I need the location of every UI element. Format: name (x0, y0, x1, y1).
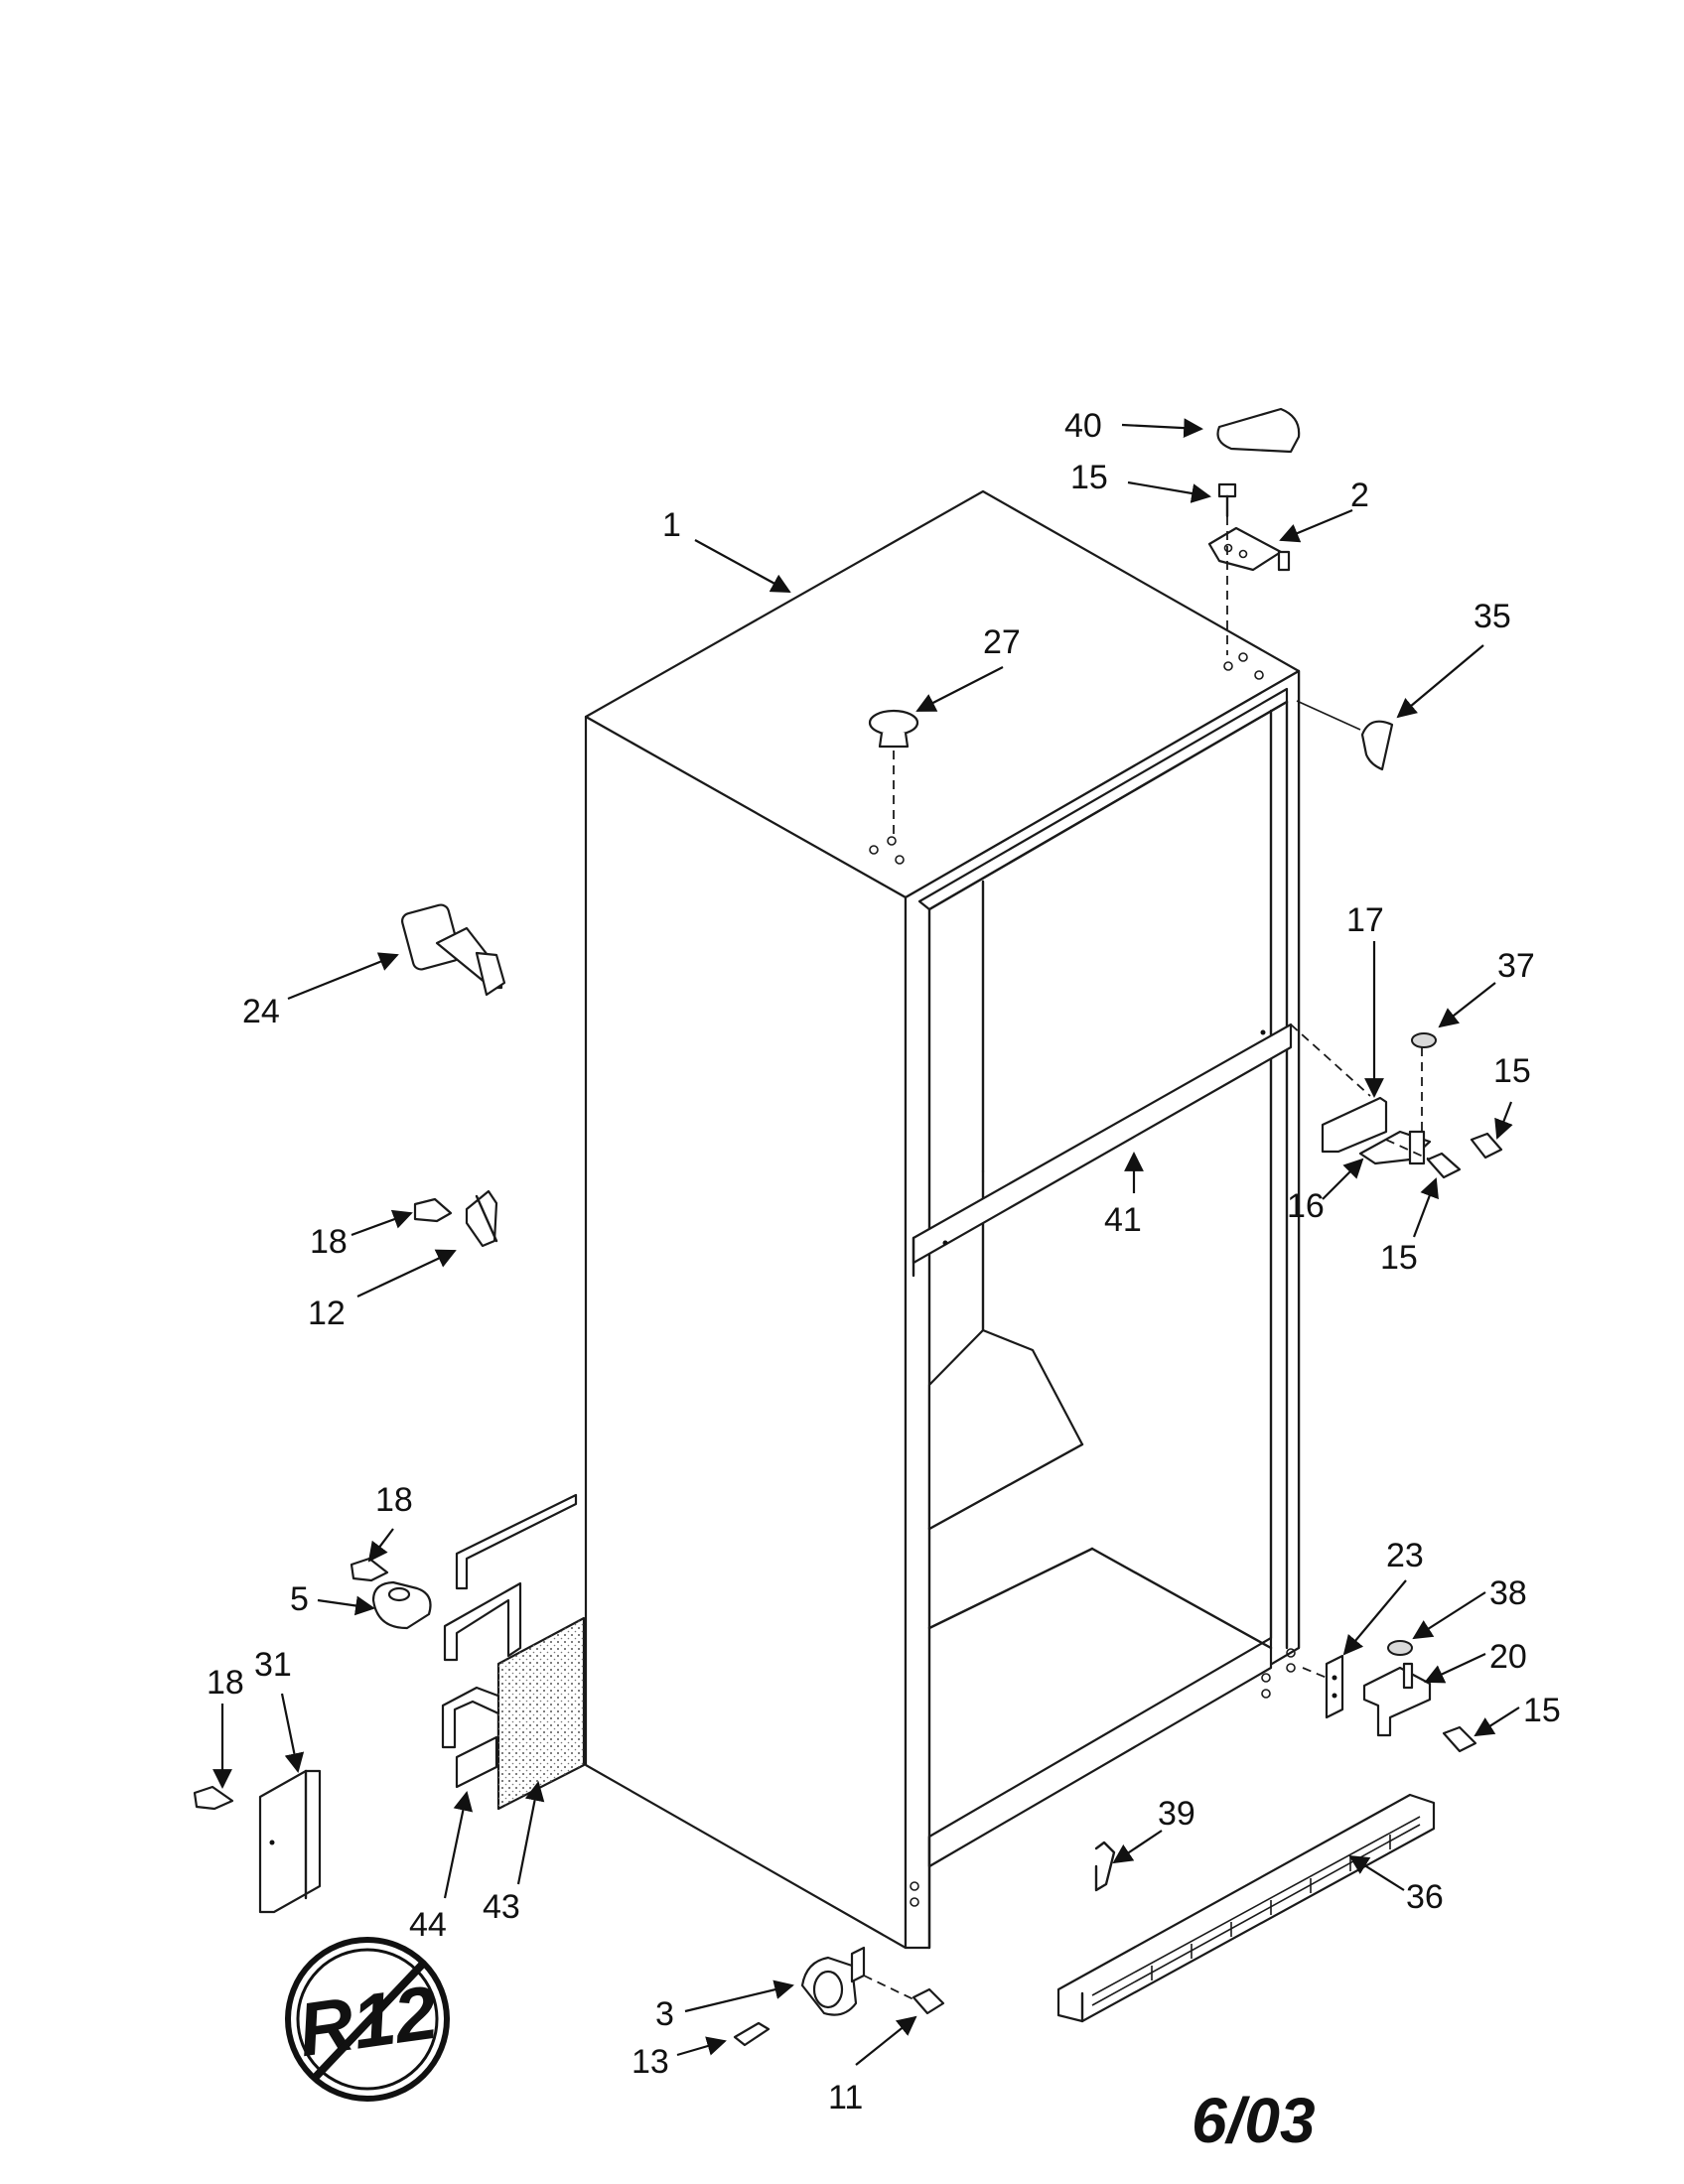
callout-3: 3 (655, 1995, 674, 2033)
spacer-23 (1325, 1654, 1344, 1719)
callout-38: 38 (1489, 1574, 1527, 1612)
callout-18-lower: 18 (207, 1664, 244, 1702)
washer-37 (1411, 1032, 1437, 1048)
hinge-cover-40 (1216, 407, 1301, 454)
callout-labels: 1 40 15 2 27 35 24 17 37 15 16 15 41 18 … (207, 407, 1561, 2116)
pin-13 (733, 2021, 771, 2047)
callout-15-bottom: 15 (1523, 1692, 1561, 1729)
callout-5: 5 (290, 1580, 309, 1618)
callout-43: 43 (483, 1888, 520, 1926)
callout-17: 17 (1346, 901, 1384, 939)
callout-16: 16 (1287, 1187, 1325, 1225)
center-hinge-16 (1358, 1130, 1432, 1165)
roller-3 (800, 1946, 866, 2016)
grille-36 (1056, 1793, 1436, 2023)
callout-15-top: 15 (1070, 459, 1108, 496)
hinge-cap-35 (1360, 720, 1394, 771)
hinge-screw-15-top (1217, 482, 1237, 518)
callout-18-upper: 18 (310, 1223, 348, 1261)
screw-18-upper (413, 1197, 453, 1223)
callout-23: 23 (1386, 1537, 1424, 1574)
callout-15-mid-upper: 15 (1493, 1052, 1531, 1090)
screw-15-bottom (1442, 1725, 1477, 1753)
clip-39 (1094, 1841, 1116, 1892)
bracket-12 (465, 1189, 498, 1248)
callout-13: 13 (632, 2043, 669, 2081)
leaders (212, 418, 1520, 2066)
callout-44: 44 (409, 1906, 447, 1944)
callout-12: 12 (308, 1295, 346, 1332)
callout-2: 2 (1350, 477, 1369, 514)
screw-18-lower (193, 1785, 234, 1811)
callout-31: 31 (254, 1646, 292, 1684)
top-hinge-2 (1207, 526, 1291, 572)
cover-31 (258, 1769, 322, 1914)
bottom-hinge-20 (1362, 1662, 1432, 1737)
date-stamp: 6/03 (1192, 2085, 1316, 2156)
hinge-bracket-17 (1321, 1096, 1388, 1154)
door-stop-24 (401, 903, 506, 997)
screw-11 (912, 1987, 945, 2015)
screw-15-mid-lower (1426, 1152, 1462, 1179)
screw-15-mid-upper (1470, 1132, 1503, 1160)
insulation-panel-43 (496, 1616, 586, 1811)
callout-24: 24 (242, 993, 280, 1030)
clamp-5 (371, 1580, 432, 1630)
callout-20: 20 (1489, 1638, 1527, 1676)
callout-15-mid-lower: 15 (1380, 1239, 1418, 1277)
callout-36: 36 (1406, 1878, 1444, 1916)
screw-18-mid (350, 1557, 389, 1582)
callout-37: 37 (1497, 947, 1535, 985)
callout-11: 11 (828, 2079, 863, 2116)
callout-40: 40 (1064, 407, 1102, 445)
plug-27 (868, 709, 919, 749)
callout-41: 41 (1104, 1201, 1142, 1239)
callout-39: 39 (1158, 1795, 1195, 1833)
callout-27: 27 (983, 623, 1021, 661)
cabinet-body (584, 489, 1301, 1950)
callout-35: 35 (1474, 598, 1511, 635)
washer-38 (1387, 1640, 1413, 1656)
no-r12-emblem: R12 (285, 1937, 450, 2102)
callout-1: 1 (662, 506, 681, 544)
callout-18-mid: 18 (375, 1481, 413, 1519)
